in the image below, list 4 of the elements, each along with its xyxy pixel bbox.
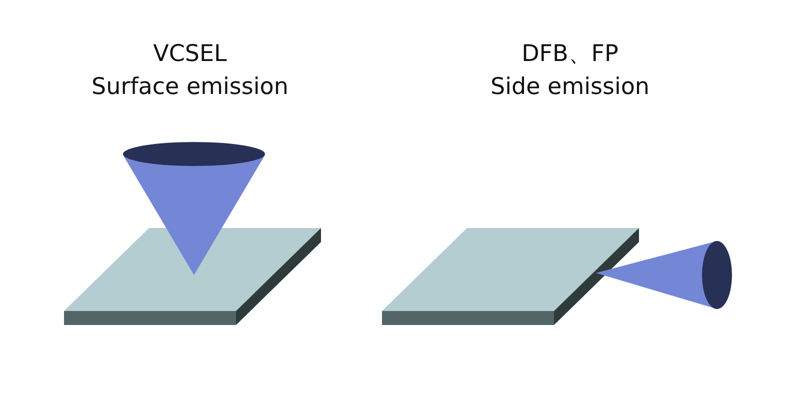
heading-text: Side emission: [490, 73, 650, 101]
heading-text: Surface emission: [92, 73, 288, 101]
heading-text: VCSEL: [153, 40, 227, 68]
heading-text: DFB、FP: [522, 40, 618, 68]
